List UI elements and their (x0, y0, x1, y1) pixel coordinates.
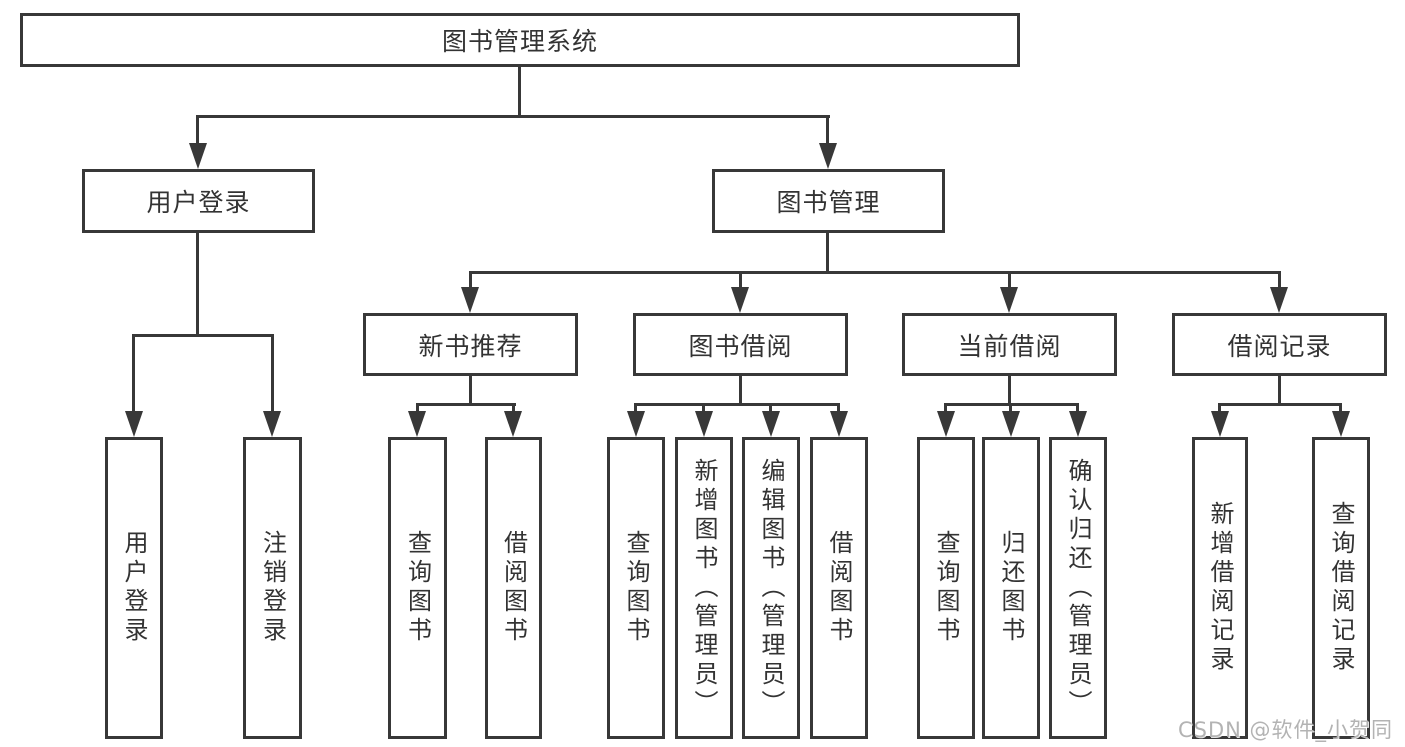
connector-line (826, 117, 829, 144)
arrow-down-icon (263, 411, 281, 437)
node-label: 图书管理 (776, 188, 881, 217)
node-label: 图书借阅 (688, 331, 793, 361)
connector-line (634, 403, 840, 406)
csdn-watermark: CSDN @软件_小贺同学 (1178, 718, 1394, 742)
node-label: 图书管理系统 (441, 27, 598, 56)
arrow-down-icon (627, 411, 645, 437)
node-user-login: 用户登录 (82, 169, 315, 233)
arrow-down-icon (461, 287, 479, 313)
leaf-label: 编辑图书（管理员） (757, 457, 785, 719)
leaf-label: 查询图书 (622, 530, 650, 646)
leaf-label: 确认归还（管理员） (1064, 457, 1092, 719)
arrow-down-icon (1000, 287, 1018, 313)
leaf-add-books-admin: 新增图书（管理员） (675, 437, 733, 739)
connector-line (1009, 405, 1012, 413)
connector-line (1339, 405, 1342, 413)
connector-line (739, 376, 742, 405)
connector-line (512, 405, 515, 413)
node-borrow-record: 借阅记录 (1172, 313, 1387, 376)
leaf-label: 查询借阅记录 (1327, 501, 1355, 675)
node-current-borrow: 当前借阅 (902, 313, 1117, 376)
leaf-label: 新增借阅记录 (1206, 501, 1234, 675)
connector-line (416, 405, 419, 413)
arrow-down-icon (762, 411, 780, 437)
connector-line (826, 233, 829, 273)
connector-line (944, 405, 947, 413)
leaf-label: 查询图书 (932, 530, 960, 646)
connector-line (416, 403, 516, 406)
leaf-query-books-borrow: 查询图书 (607, 437, 665, 739)
leaf-query-books-current: 查询图书 (917, 437, 975, 739)
leaf-label: 注销登录 (258, 530, 287, 646)
connector-line (1218, 405, 1221, 413)
connector-line (634, 405, 637, 413)
connector-line (196, 117, 199, 144)
node-label: 借阅记录 (1227, 331, 1332, 361)
leaf-confirm-return-admin: 确认归还（管理员） (1049, 437, 1107, 739)
leaf-query-books-recommend: 查询图书 (388, 437, 447, 739)
leaf-label: 查询图书 (403, 530, 432, 646)
connector-line (469, 271, 1281, 274)
connector-line (1218, 403, 1342, 406)
arrow-down-icon (937, 411, 955, 437)
leaf-user-login: 用户登录 (105, 437, 163, 739)
leaf-label: 归还图书 (997, 530, 1025, 646)
arrow-down-icon (819, 143, 837, 169)
connector-line (837, 405, 840, 413)
arrow-down-icon (125, 411, 143, 437)
leaf-logout: 注销登录 (243, 437, 302, 739)
arrow-down-icon (830, 411, 848, 437)
connector-line (769, 405, 772, 413)
arrow-down-icon (1069, 411, 1087, 437)
node-book-borrow: 图书借阅 (633, 313, 848, 376)
arrow-down-icon (1002, 411, 1020, 437)
leaf-borrow-books: 借阅图书 (810, 437, 868, 739)
node-new-book-recommend: 新书推荐 (363, 313, 578, 376)
leaf-label: 借阅图书 (825, 530, 853, 646)
leaf-edit-books-admin: 编辑图书（管理员） (742, 437, 800, 739)
node-book-management: 图书管理 (712, 169, 945, 233)
arrow-down-icon (504, 411, 522, 437)
leaf-query-borrow-record: 查询借阅记录 (1312, 437, 1370, 739)
node-label: 用户登录 (146, 188, 251, 217)
node-library-system: 图书管理系统 (20, 13, 1020, 67)
connector-line (196, 233, 199, 336)
connector-line (132, 334, 274, 337)
connector-line (1278, 376, 1281, 405)
node-label: 当前借阅 (957, 331, 1062, 361)
connector-line (469, 273, 472, 289)
arrow-down-icon (731, 287, 749, 313)
connector-line (518, 67, 521, 117)
arrow-down-icon (408, 411, 426, 437)
arrow-down-icon (1211, 411, 1229, 437)
connector-line (739, 273, 742, 289)
arrow-down-icon (1332, 411, 1350, 437)
leaf-borrow-books-recommend: 借阅图书 (485, 437, 542, 739)
arrow-down-icon (1270, 287, 1288, 313)
connector-line (1008, 376, 1011, 405)
connector-line (702, 405, 705, 413)
leaf-return-books: 归还图书 (982, 437, 1040, 739)
connector-line (1008, 273, 1011, 289)
arrow-down-icon (695, 411, 713, 437)
leaf-label: 用户登录 (120, 530, 148, 646)
connector-line (271, 336, 274, 413)
arrow-down-icon (189, 143, 207, 169)
connector-line (132, 336, 135, 413)
connector-line (196, 115, 830, 118)
leaf-label: 借阅图书 (499, 530, 528, 646)
node-label: 新书推荐 (418, 331, 523, 361)
connector-line (1278, 273, 1281, 289)
connector-line (1076, 405, 1079, 413)
connector-line (469, 376, 472, 405)
leaf-label: 新增图书（管理员） (690, 457, 718, 719)
connector-line (944, 403, 1079, 406)
leaf-add-borrow-record: 新增借阅记录 (1192, 437, 1248, 739)
